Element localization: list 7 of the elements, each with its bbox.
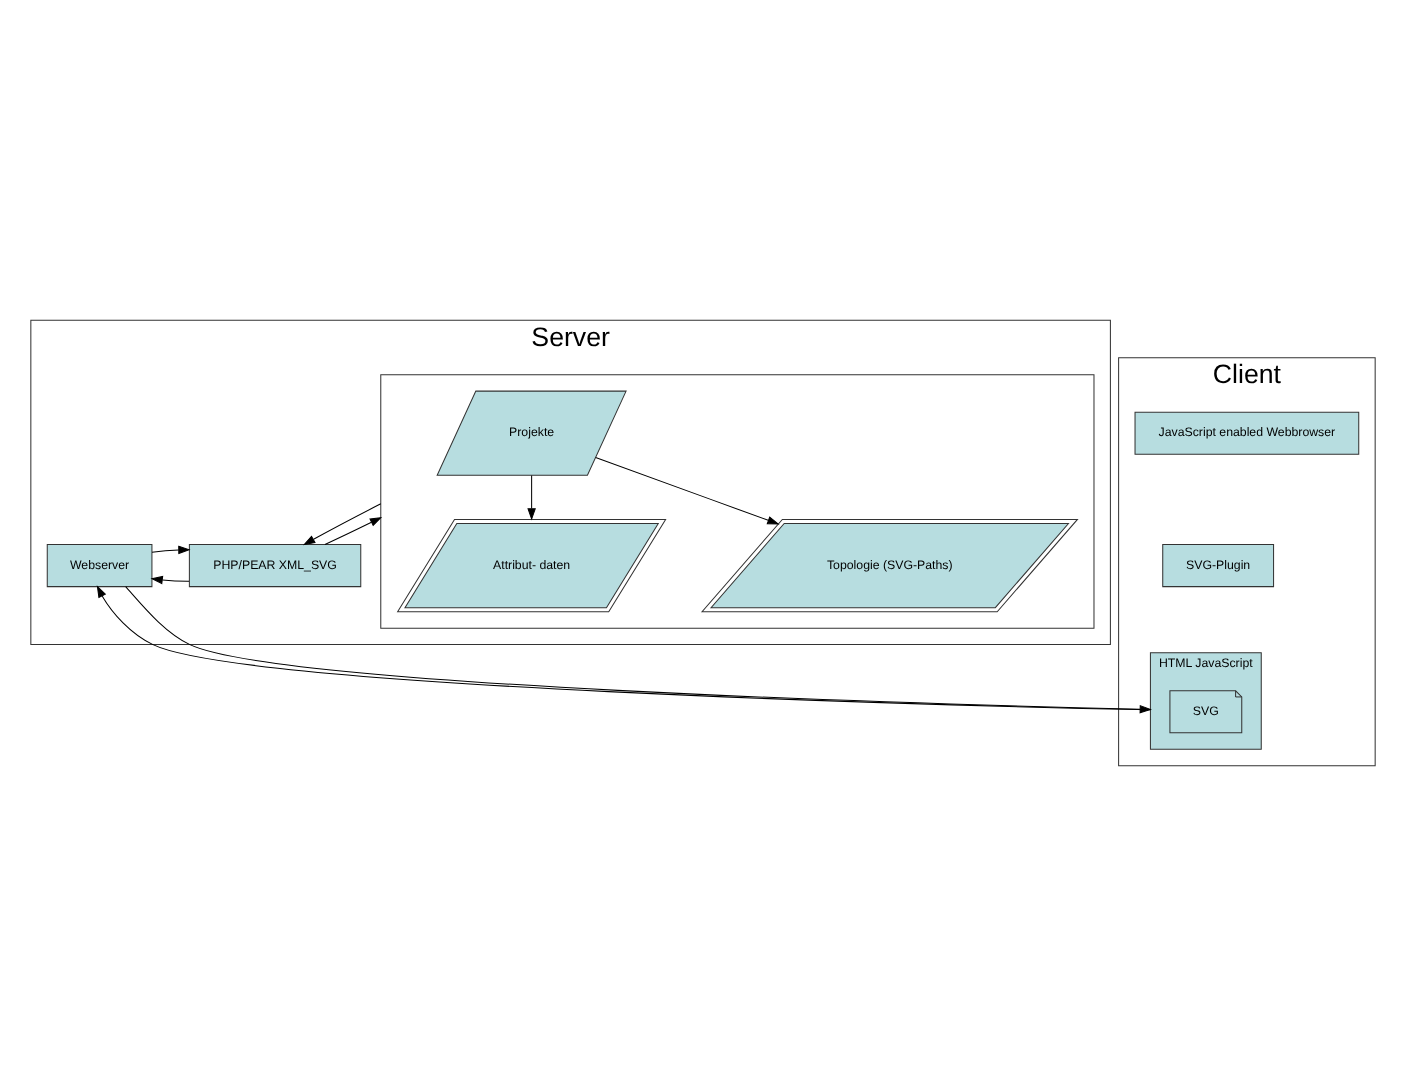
arrow — [323, 515, 382, 544]
arrow — [149, 574, 189, 584]
arrow — [301, 502, 381, 545]
cluster — [379, 373, 1094, 628]
arrow — [526, 473, 535, 520]
arrow — [594, 456, 779, 524]
arrow — [150, 544, 190, 554]
